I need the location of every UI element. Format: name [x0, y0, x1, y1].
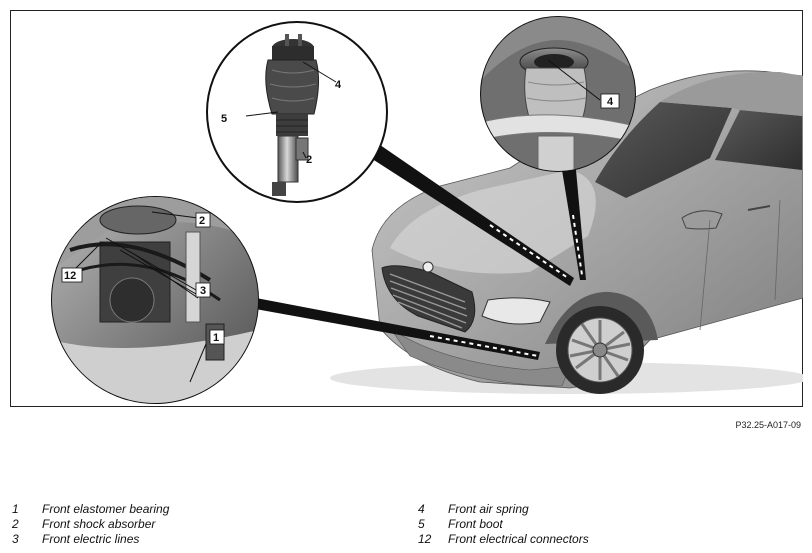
car-headlight — [481, 297, 551, 325]
callout-2-engine: 2 — [199, 215, 205, 227]
legend-number: 1 — [12, 502, 19, 516]
legend-label: Front electrical connectors — [448, 532, 589, 546]
magnifier-leaders — [250, 145, 586, 360]
legend-label: Front elastomer bearing — [42, 502, 170, 516]
legend-label: Front shock absorber — [42, 517, 156, 531]
callout-4-air-spring: 4 — [335, 79, 342, 91]
bearing-detail-circle: 4 — [480, 16, 636, 172]
legend-number: 4 — [418, 502, 425, 516]
legend-number: 2 — [12, 517, 19, 531]
legend-number: 12 — [418, 532, 432, 546]
car-mirror — [681, 210, 723, 230]
callout-3-electric-lines: 3 — [200, 285, 206, 297]
callout-1-elastomer-bearing: 1 — [213, 332, 219, 344]
legend-label: Front air spring — [448, 502, 529, 516]
callout-4-bearing-detail: 4 — [607, 96, 614, 108]
car-illustration — [330, 70, 803, 394]
legend-label: Front electric lines — [42, 532, 140, 546]
legend-label: Front boot — [448, 517, 503, 531]
callout-2-shock-absorber: 2 — [306, 154, 312, 166]
legend-number: 5 — [418, 517, 425, 531]
engine-bay-detail-circle: 2 12 3 1 — [51, 196, 259, 404]
car-front-wheel — [556, 306, 644, 394]
strut-detail-circle: 4 5 2 — [206, 21, 388, 203]
car-grille — [381, 265, 476, 333]
callout-5-boot: 5 — [221, 113, 227, 125]
vehicle-suspension-illustration: 4 5 2 4 — [10, 10, 803, 407]
legend-number: 3 — [12, 532, 19, 546]
figure-reference-id: P32.25-A017-09 — [735, 420, 801, 430]
callout-12-connectors: 12 — [64, 270, 76, 282]
